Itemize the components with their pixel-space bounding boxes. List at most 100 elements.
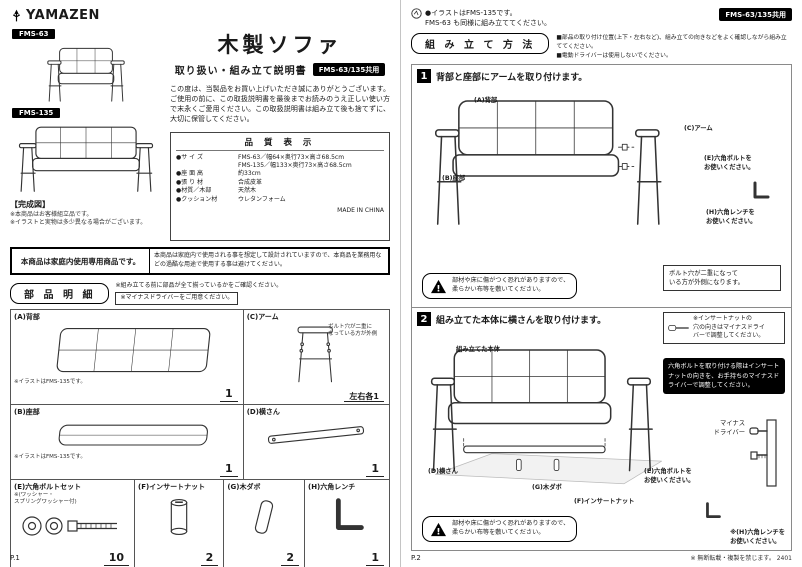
part-qty: 1 bbox=[366, 551, 384, 566]
brand-logo: YAMAZEN bbox=[10, 8, 390, 23]
parts-note-1: ※組み立てる前に部品が全て揃っているかをご確認ください。 bbox=[115, 282, 283, 289]
part-label: (F)インサートナット bbox=[138, 482, 206, 491]
part-label: (H)六角レンチ bbox=[308, 482, 356, 491]
part-qty: 1 bbox=[366, 462, 384, 477]
part-seat-illustration bbox=[58, 424, 208, 446]
quality-title: 品 質 表 示 bbox=[176, 136, 384, 151]
parts-notes: ※組み立てる前に部品が全て揃っているかをご確認ください。 ※マイナスドライバーを… bbox=[115, 282, 282, 305]
part-qty: 2 bbox=[281, 551, 299, 566]
sofa-double-illustration bbox=[18, 126, 154, 192]
quality-value: 天然木 bbox=[238, 187, 257, 195]
label-bolt-2: (E)六角ボルトを お使いください。 bbox=[644, 468, 695, 484]
label-arm: (C)アーム bbox=[684, 125, 713, 133]
copyright-text: ※ 無断転載・複製を禁じます。 2401 bbox=[690, 555, 792, 562]
step-1-sofa-illustration bbox=[435, 100, 662, 226]
label-wrench: (H)六角レンチを お使いください。 bbox=[706, 209, 757, 225]
bolt-detail-illustration bbox=[749, 419, 777, 487]
page-number-1: P.1 bbox=[10, 554, 20, 562]
part-crossbar-illustration bbox=[268, 425, 365, 444]
page1-top-area: FMS-63 FMS-135 bbox=[10, 27, 390, 241]
step-2: 2 組み立てた本体に横さんを取り付けます。 ※インサートナットの 穴の向きはマイ… bbox=[412, 308, 791, 550]
part-cell-insertnut: (F)インサートナット 2 bbox=[135, 479, 225, 567]
part-note: ※(ワッシャー・ スプリングワッシャー付) bbox=[14, 491, 77, 506]
svg-text:!: ! bbox=[436, 526, 440, 537]
step-2-canvas: ※インサートナットの 穴の向きはマイナスドライ バーで調整してください。 六角ボ… bbox=[412, 312, 791, 550]
caution-text: 部材や床に傷がつく恐れがありますので、 柔らかい布等を敷いてください。 bbox=[452, 277, 570, 294]
page2-top: ●イラストはFMS-135です。 FMS-63 も同様に組み立ててください。 F… bbox=[411, 8, 792, 28]
caution-box-1: ! 部材や床に傷がつく恐れがありますので、 柔らかい布等を敷いてください。 bbox=[422, 273, 578, 300]
parts-row-3: (E)六角ボルトセット ※(ワッシャー・ スプリングワッシャー付) 10 bbox=[11, 479, 389, 567]
model-badge-fms135: FMS-135 bbox=[12, 108, 61, 118]
label-assembled-body: 組み立てた本体 bbox=[456, 346, 501, 354]
step-1-number: 1 bbox=[417, 69, 431, 84]
part-back-illustration bbox=[56, 327, 211, 372]
step-1: 1 背部と座部にアームを取り付けます。 bbox=[412, 65, 791, 309]
part-boltset-illustration bbox=[21, 516, 117, 536]
label-back: (A)背部 bbox=[474, 97, 498, 105]
label-bolt: (E)六角ボルトを お使いください。 bbox=[704, 155, 755, 171]
part-label: (D)横さん bbox=[246, 407, 280, 416]
home-use-body: 本商品は家庭内で使用される事を想定して設計されていますので、本商品を業務用などの… bbox=[154, 252, 382, 268]
label-seat: (B)座部 bbox=[442, 175, 466, 183]
caution-box-2: ! 部材や床に傷がつく恐れがありますので、 柔らかい布等を敷いてください。 bbox=[422, 516, 578, 543]
image-notes: ※本商品はお客様組立品です。 ※イラストと実物は多少異なる場合がございます。 bbox=[10, 211, 147, 227]
part-qty: 左右各1 bbox=[344, 392, 384, 402]
svg-text:!: ! bbox=[436, 283, 440, 294]
insert-nut-note-box: ※インサートナットの 穴の向きはマイナスドライ バーで調整してください。 bbox=[663, 312, 785, 344]
part-cell-dowel: (G)木ダボ 2 bbox=[224, 479, 305, 567]
step-2-sofa-illustration bbox=[430, 349, 662, 485]
quality-label: ●サ イ ズ bbox=[176, 153, 204, 161]
part-cell-arm: (C)アーム ボルト穴が二重に なっている方が外側 左右各1 bbox=[244, 310, 389, 404]
page-2: ●イラストはFMS-135です。 FMS-63 も同様に組み立ててください。 F… bbox=[401, 0, 802, 567]
subtitle-row: 取り扱い・組み立て説明書 FMS-63/135共用 bbox=[170, 62, 390, 77]
part-note: ※イラストはFMS-135です。 bbox=[14, 453, 86, 460]
quality-label: ●張 り 材 bbox=[176, 178, 204, 186]
warning-icon-2: ! bbox=[431, 522, 446, 537]
parts-header: 部 品 明 細 ※組み立てる前に部品が全て揃っているかをご確認ください。 ※マイ… bbox=[10, 282, 390, 305]
quality-label: ●座 面 高 bbox=[176, 170, 204, 178]
flathead-screwdriver-icon bbox=[668, 324, 689, 331]
home-use-title: 本商品は家庭内使用専用商品です。 bbox=[12, 249, 150, 273]
page-number-2: P.2 bbox=[411, 554, 421, 562]
brand-name: YAMAZEN bbox=[26, 8, 100, 23]
part-note: ※イラストはFMS-135です。 bbox=[14, 378, 86, 385]
quality-label: ●クッション材 bbox=[176, 195, 218, 203]
quality-value: 合成皮革 bbox=[238, 178, 263, 186]
quality-value: FMS-63／幅64×奥行73×高さ68.5cm bbox=[238, 153, 345, 161]
quality-label: ●材質／木部 bbox=[176, 187, 212, 195]
sofa-single-illustration bbox=[47, 47, 125, 102]
black-note-box: 六角ボルトを取り付ける際はインサートナットの向きを、お手持ちのマイナスドライバー… bbox=[663, 358, 785, 395]
part-qty: 1 bbox=[220, 462, 238, 477]
page-title: 木製ソファ bbox=[217, 33, 343, 57]
product-images-column: FMS-63 FMS-135 bbox=[10, 27, 162, 241]
part-insertnut-illustration bbox=[170, 498, 188, 535]
quality-row: FMS-135／幅133×奥行73×高さ68.5cm bbox=[176, 162, 384, 170]
step-1-canvas: (A)背部 (B)座部 (C)アーム (E)六角ボルトを お使いください。 (H… bbox=[412, 83, 791, 307]
top-note-row: ●イラストはFMS-135です。 FMS-63 も同様に組み立ててください。 bbox=[411, 8, 551, 28]
top-note-text: ●イラストはFMS-135です。 FMS-63 も同様に組み立ててください。 bbox=[425, 9, 551, 28]
caution-text-2: 部材や床に傷がつく恐れがありますので、 柔らかい布等を敷いてください。 bbox=[452, 520, 570, 537]
part-cell-seat: (B)座部 ※イラストはFMS-135です。 1 bbox=[11, 404, 244, 479]
step-1-title: 背部と座部にアームを取り付けます。 bbox=[436, 72, 588, 83]
quality-row: ●サ イ ズ FMS-63／幅64×奥行73×高さ68.5cm bbox=[176, 154, 384, 162]
part-cell-crossbar: (D)横さん 1 bbox=[244, 405, 389, 479]
step-1-title-row: 1 背部と座部にアームを取り付けます。 bbox=[412, 65, 791, 84]
part-qty: 1 bbox=[220, 387, 238, 402]
quality-table: 品 質 表 示 ●サ イ ズ FMS-63／幅64×奥行73×高さ68.5cm … bbox=[170, 131, 390, 241]
quality-value: FMS-135／幅133×奥行73×高さ68.5cm bbox=[238, 161, 352, 169]
parts-row-1: (A)背部 ※イラストはFMS-135です。 1 (C)アーム bbox=[11, 309, 389, 405]
part-qty: 2 bbox=[200, 551, 219, 566]
label-driver: マイナス ドライバー bbox=[713, 420, 745, 436]
label-dowel: (G)木ダボ bbox=[532, 484, 562, 492]
parts-row-2: (B)座部 ※イラストはFMS-135です。 1 (D)横さん bbox=[11, 404, 389, 480]
step-2-number: 2 bbox=[417, 312, 431, 327]
title-column: 木製ソファ 取り扱い・組み立て説明書 FMS-63/135共用 この度は、当製品… bbox=[170, 27, 390, 241]
part-wrench-illustration bbox=[335, 498, 364, 530]
part-cell-back: (A)背部 ※イラストはFMS-135です。 1 bbox=[11, 309, 244, 404]
shared-model-badge-2: FMS-63/135共用 bbox=[719, 8, 792, 21]
part-dowel-illustration bbox=[255, 499, 274, 534]
yamazen-logo-icon bbox=[12, 9, 21, 22]
model-badge-fms63: FMS-63 bbox=[12, 29, 56, 39]
page-1: YAMAZEN FMS-63 FMS-135 bbox=[10, 0, 401, 567]
